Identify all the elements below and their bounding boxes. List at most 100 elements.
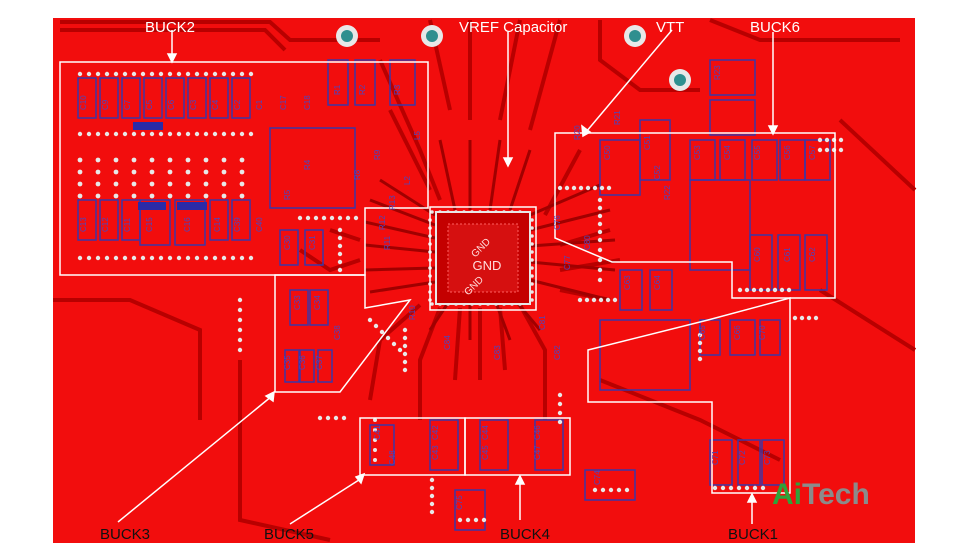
- via: [317, 415, 323, 421]
- designator-label: C77: [563, 255, 572, 270]
- label-vref-capacitor: VREF Capacitor: [459, 19, 568, 36]
- via: [122, 131, 128, 137]
- via: [697, 356, 703, 362]
- via: [792, 315, 798, 321]
- via: [113, 255, 119, 261]
- via: [817, 137, 823, 143]
- via: [605, 297, 611, 303]
- via: [77, 169, 83, 175]
- designator-label: R3: [393, 84, 402, 95]
- thermal-pads: [133, 122, 207, 210]
- via: [597, 221, 603, 227]
- via: [167, 157, 173, 163]
- designator-label: C48: [388, 450, 397, 465]
- via: [297, 215, 303, 221]
- via: [77, 157, 83, 163]
- via: [571, 185, 577, 191]
- via: [185, 157, 191, 163]
- via: [457, 517, 463, 523]
- via: [185, 131, 191, 137]
- via: [597, 247, 603, 253]
- via: [337, 235, 343, 241]
- label-buck6: BUCK6: [750, 19, 801, 36]
- designator-label: C15: [145, 217, 154, 232]
- designator-label: C38: [333, 325, 342, 340]
- via: [530, 298, 534, 302]
- designator-label: L2: [403, 176, 412, 185]
- via: [624, 487, 630, 493]
- via: [167, 181, 173, 187]
- via: [149, 181, 155, 187]
- via: [212, 71, 218, 77]
- via: [758, 287, 764, 293]
- via: [597, 229, 603, 235]
- via: [824, 137, 830, 143]
- ic-outline: [429, 206, 537, 311]
- via: [337, 227, 343, 233]
- via: [122, 71, 128, 77]
- via: [597, 237, 603, 243]
- via: [373, 438, 377, 442]
- designator-label: R11: [383, 235, 392, 250]
- fanout-traces: [364, 139, 616, 341]
- designator-label: C51: [643, 135, 652, 150]
- section-outlines: [59, 61, 836, 494]
- designator-label: C37: [315, 355, 324, 370]
- designator-label: C66: [733, 325, 742, 340]
- via: [104, 71, 110, 77]
- via: [131, 255, 137, 261]
- designator-label: R1: [333, 84, 342, 95]
- via: [373, 458, 377, 462]
- designator-label: R21: [613, 110, 622, 125]
- designator-label: C84: [443, 335, 452, 350]
- via: [185, 255, 191, 261]
- designator-label: C42: [431, 425, 440, 440]
- via: [337, 259, 343, 265]
- via: [239, 169, 245, 175]
- via: [239, 193, 245, 199]
- designator-label: C1: [255, 99, 264, 110]
- via: [122, 255, 128, 261]
- via: [337, 243, 343, 249]
- via: [185, 193, 191, 199]
- via: [131, 169, 137, 175]
- designator-label: L5: [413, 131, 422, 140]
- via: [248, 71, 254, 77]
- designator-label: C76: [553, 215, 562, 230]
- via: [131, 131, 137, 137]
- designator-label: C36: [298, 355, 307, 370]
- via: [337, 251, 343, 257]
- via: [305, 215, 311, 221]
- via: [167, 71, 173, 77]
- via: [557, 392, 563, 398]
- via: [86, 71, 92, 77]
- designator-label: C53: [693, 145, 702, 160]
- via: [239, 71, 245, 77]
- via: [237, 307, 243, 313]
- via: [131, 193, 137, 199]
- via: [239, 255, 245, 261]
- via: [140, 131, 146, 137]
- via: [167, 131, 173, 137]
- via: [176, 255, 182, 261]
- via: [473, 517, 479, 523]
- designator-label: C34: [313, 295, 322, 310]
- via: [95, 193, 101, 199]
- via: [813, 315, 819, 321]
- designator-label: C39: [233, 217, 242, 232]
- designator-label: C2: [233, 99, 242, 110]
- via: [608, 487, 614, 493]
- via: [345, 215, 351, 221]
- designator-label: R8: [353, 169, 362, 180]
- designator-label: C46: [533, 425, 542, 440]
- via: [697, 348, 703, 354]
- designator-label: C83: [493, 345, 502, 360]
- via: [557, 185, 563, 191]
- aitech-logo: AiTech: [772, 478, 870, 512]
- via: [95, 255, 101, 261]
- via: [113, 157, 119, 163]
- designator-label: C80: [583, 235, 592, 250]
- mounting-holes: [336, 25, 691, 91]
- designator-label: C11: [123, 217, 132, 232]
- via: [612, 297, 618, 303]
